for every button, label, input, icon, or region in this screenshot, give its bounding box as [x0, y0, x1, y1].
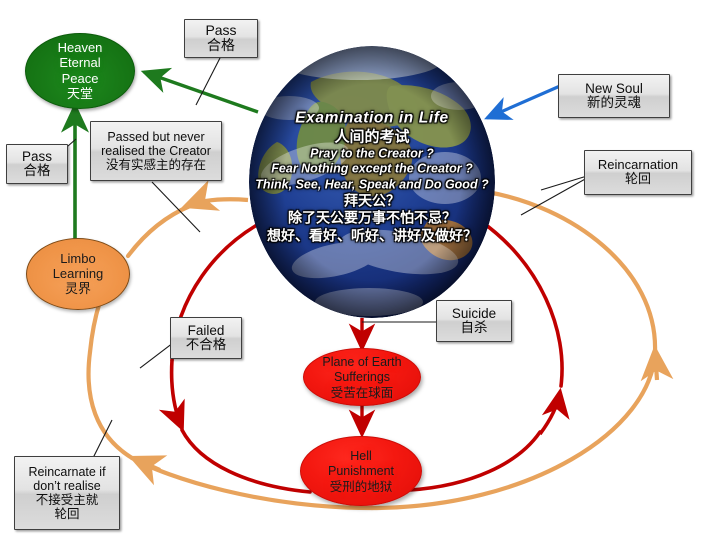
earth-title-en: Examination in Life — [295, 108, 449, 126]
passed-never-en-1: Passed but never — [107, 130, 205, 144]
reincarnation-arc-left — [86, 349, 375, 511]
heaven-line-2: Eternal — [59, 55, 101, 71]
earth-question-2-en: Fear Nothing except the Creator ? — [271, 161, 473, 176]
earth-text-block: Examination in Life 人间的考试 Pray to the Cr… — [249, 108, 495, 246]
heaven-line-3: Peace — [61, 71, 99, 86]
pass-top-cn: 合格 — [207, 37, 235, 54]
passed-never-cn: 没有实感主的存在 — [105, 157, 206, 172]
label-suicide[interactable]: Suicide 自杀 — [436, 300, 512, 342]
failed-cn: 不合格 — [185, 337, 227, 353]
node-limbo[interactable]: Limbo Learning 灵界 — [26, 238, 130, 310]
earth-title-cn: 人间的考试 — [334, 127, 410, 146]
hell-line-cn: 受刑的地狱 — [329, 478, 393, 494]
earth-sphere-graphic — [249, 46, 495, 318]
label-reincarnation[interactable]: Reincarnation 轮回 — [584, 150, 692, 195]
heaven-line-1: Heaven — [57, 39, 103, 55]
plane-line-2: Sufferings — [333, 369, 391, 384]
leader-reincarnation-a — [540, 175, 588, 191]
label-pass-top[interactable]: Pass 合格 — [184, 19, 258, 58]
leader-reincarnate-if — [91, 419, 113, 461]
reincarnation-en: Reincarnation — [597, 156, 679, 172]
reincarnation-arc-right — [369, 189, 674, 511]
reincarnate-if-en-1: Reincarnate if — [28, 465, 106, 479]
label-new-soul[interactable]: New Soul 新的灵魂 — [558, 74, 670, 118]
new-soul-cn: 新的灵魂 — [587, 95, 641, 111]
earth-question-3-en: Think, See, Hear, Speak and Do Good ? — [255, 177, 489, 192]
pass-left-en: Pass — [21, 148, 52, 164]
suicide-cn: 自杀 — [460, 320, 488, 336]
failed-en: Failed — [187, 322, 225, 338]
pass-top-en: Pass — [205, 21, 237, 38]
node-plane-of-earth[interactable]: Plane of Earth Sufferings 受苦在球面 — [303, 348, 421, 406]
limbo-line-2: Learning — [52, 266, 104, 282]
heaven-line-cn: 天堂 — [66, 86, 93, 102]
leader-pass-top — [195, 57, 221, 106]
passed-never-en-2: realised the Creator — [101, 144, 211, 158]
suicide-en: Suicide — [451, 305, 497, 321]
reincarnation-cn: 轮回 — [624, 171, 651, 187]
label-reincarnate-if-dont-realise[interactable]: Reincarnate if don’t realise 不接受主就 轮回 — [14, 456, 120, 530]
earth-question-2-cn: 除了天公要万事不怕不忌？ — [288, 210, 456, 227]
plane-line-1: Plane of Earth — [322, 354, 402, 369]
leader-reincarnation-b — [520, 177, 588, 216]
pass-left-cn: 合格 — [23, 163, 51, 179]
hell-line-2: Punishment — [327, 463, 394, 478]
label-failed[interactable]: Failed 不合格 — [170, 317, 242, 359]
new-soul-en: New Soul — [585, 80, 643, 96]
earth-question-1-cn: 拜天公？ — [344, 192, 400, 209]
earth-question-3-cn: 想好、看好、听好、讲好及做好？ — [267, 227, 477, 244]
leader-passed-never — [151, 181, 201, 233]
label-pass-left[interactable]: Pass 合格 — [6, 144, 68, 184]
hell-line-1: Hell — [350, 448, 372, 463]
pass-earth-to-heaven-arrow — [140, 67, 259, 114]
reincarnate-if-en-2: don’t realise — [33, 479, 101, 493]
reincarnate-if-cn-2: 轮回 — [54, 506, 80, 521]
earth-globe: Examination in Life 人间的考试 Pray to the Cr… — [249, 46, 495, 318]
node-heaven[interactable]: Heaven Eternal Peace 天堂 — [25, 33, 135, 109]
limbo-line-cn: 灵界 — [64, 281, 91, 297]
label-passed-but-never-realised[interactable]: Passed but never realised the Creator 没有… — [90, 121, 222, 181]
new-soul-arrow — [484, 84, 561, 120]
earth-question-1-en: Pray to the Creator ? — [310, 145, 434, 160]
limbo-line-1: Limbo — [60, 250, 96, 266]
plane-line-cn: 受苦在球面 — [330, 384, 394, 400]
failed-arc-right — [408, 220, 570, 492]
reincarnate-if-cn-1: 不接受主就 — [35, 492, 99, 507]
